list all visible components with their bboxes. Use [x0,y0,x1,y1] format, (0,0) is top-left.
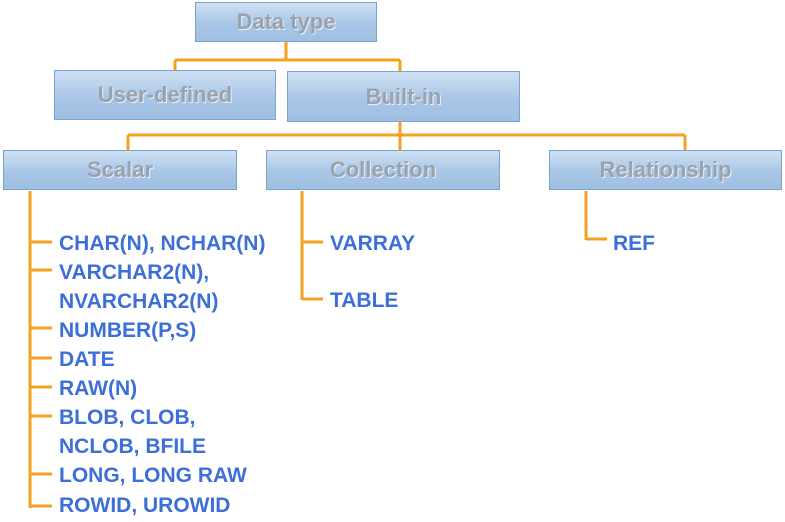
node-scalar: Scalar [3,150,237,190]
node-relationship-label: Relationship [599,157,732,182]
scalar-item: CHAR(N), NCHAR(N) [59,232,266,255]
scalar-item: BLOB, CLOB, [59,406,196,429]
collection-item: TABLE [330,289,399,312]
node-user-defined: User-defined [54,70,276,120]
scalar-item: NCLOB, BFILE [59,435,206,458]
scalar-item: NUMBER(P,S) [59,319,197,342]
scalar-item: LONG, LONG RAW [59,464,247,487]
relationship-item: REF [613,232,655,255]
node-collection: Collection [266,150,500,190]
scalar-item: ROWID, UROWID [59,494,231,517]
scalar-item: VARCHAR2(N), [59,261,210,284]
node-user-defined-label: User-defined [97,82,233,107]
node-data-type: Data type [195,2,377,42]
scalar-item: RAW(N) [59,377,138,400]
scalar-item: NVARCHAR2(N) [59,290,219,313]
node-built-in-label: Built-in [365,83,442,109]
node-data-type-label: Data type [236,9,336,34]
node-collection-label: Collection [329,157,437,182]
collection-item: VARRAY [330,232,416,255]
node-scalar-label: Scalar [86,157,154,182]
node-relationship: Relationship [549,150,782,190]
node-built-in: Built-in [287,71,520,122]
scalar-item: DATE [59,348,115,371]
